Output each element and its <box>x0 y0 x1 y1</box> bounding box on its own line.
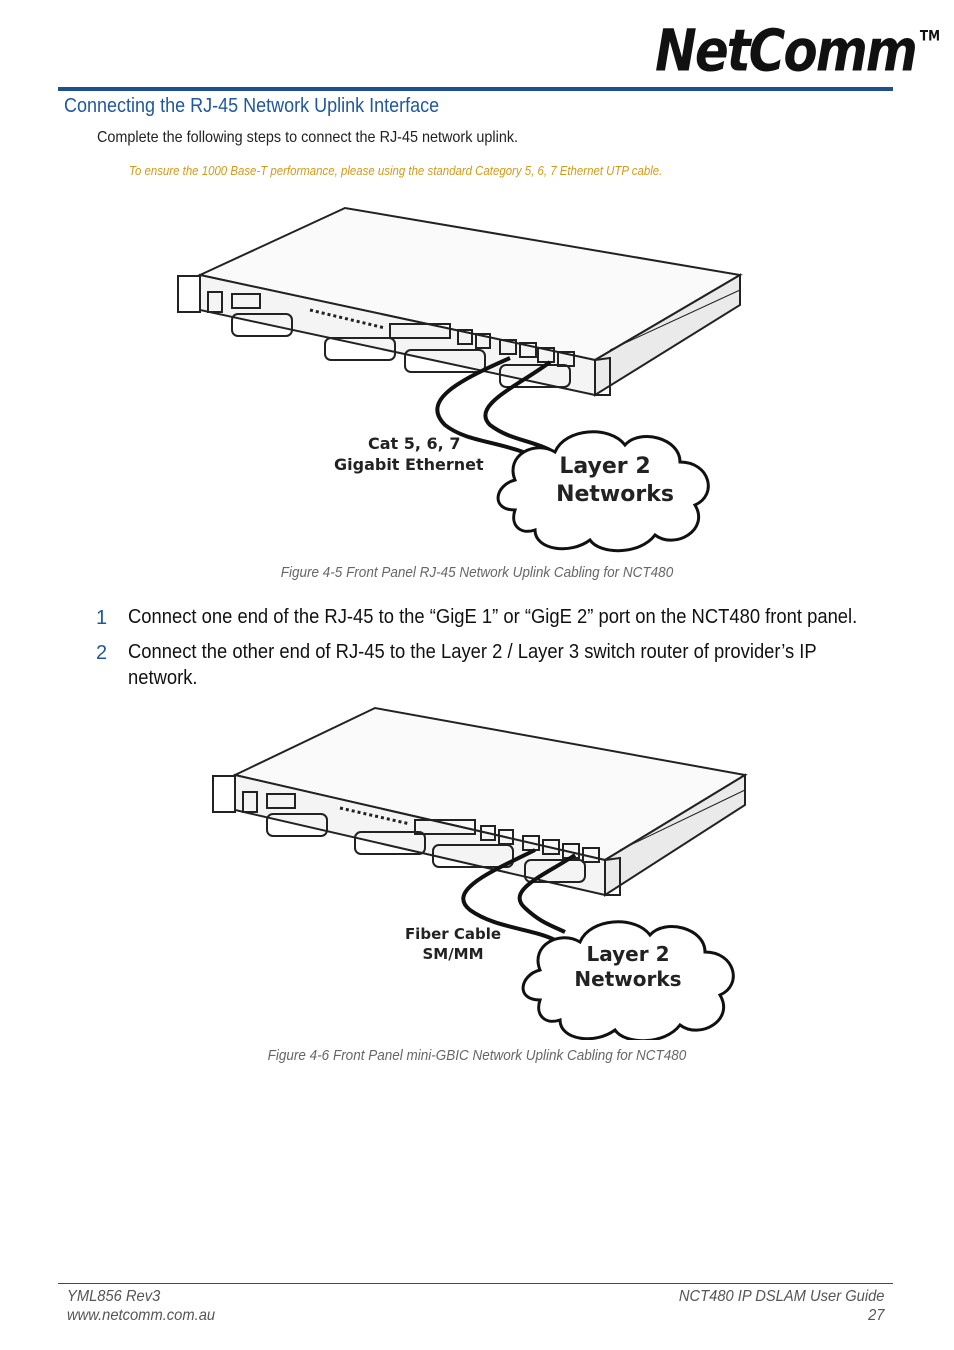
intro-text: Complete the following steps to connect … <box>97 129 519 146</box>
page-number: 27 <box>867 1307 884 1324</box>
dslam-chassis-2 <box>212 706 748 897</box>
step-2-text: Connect the other end of RJ-45 to the La… <box>128 641 817 689</box>
cable-2 <box>461 848 577 942</box>
footer-rule <box>58 1283 893 1284</box>
footer-left: YML856 Rev3 www.netcomm.com.au <box>67 1287 215 1325</box>
step-1-number: 1 <box>96 607 108 629</box>
dslam-chassis-1 <box>177 206 743 397</box>
trademark: TM <box>919 27 941 44</box>
step-1-text: Connect one end of the RJ-45 to the “Gig… <box>128 606 858 628</box>
guide-title: NCT480 IP DSLAM User Guide <box>678 1288 884 1305</box>
step-2-number: 2 <box>96 642 108 664</box>
cloud-2-line1: Layer 2 <box>587 942 670 966</box>
cable-2-label-line2: SM/MM <box>422 945 483 963</box>
cable-2-label-line1: Fiber Cable <box>405 925 501 943</box>
cable-1 <box>435 356 552 467</box>
cloud-1: Layer 2 Networks <box>496 430 710 553</box>
cloud-1-line2: Networks <box>556 482 674 507</box>
website-link[interactable]: www.netcomm.com.au <box>67 1307 216 1324</box>
figure-mini-gbic-cabling: Layer 2 Networks Fiber Cable SM/MM <box>212 706 748 1040</box>
header-rule <box>58 87 893 91</box>
cloud-2-line2: Networks <box>574 967 681 991</box>
cloud-2: Layer 2 Networks <box>521 920 735 1040</box>
cable-1-label-line1: Cat 5, 6, 7 <box>368 434 460 453</box>
cloud-1-line1: Layer 2 <box>559 454 650 479</box>
footer-right: NCT480 IP DSLAM User Guide 27 <box>678 1287 884 1325</box>
cable-note: To ensure the 1000 Base-T performance, p… <box>129 163 663 178</box>
figure-2-caption: Figure 4-6 Front Panel mini-GBIC Network… <box>267 1047 687 1064</box>
section-heading: Connecting the RJ-45 Network Uplink Inte… <box>64 95 440 117</box>
figure-1-caption: Figure 4-5 Front Panel RJ-45 Network Upl… <box>280 564 674 581</box>
cable-1-label-line2: Gigabit Ethernet <box>334 455 484 474</box>
doc-code: YML856 Rev3 <box>67 1288 161 1305</box>
figure-rj45-cabling: Layer 2 Networks Cat 5, 6, 7 Gigabit Eth… <box>177 206 743 553</box>
